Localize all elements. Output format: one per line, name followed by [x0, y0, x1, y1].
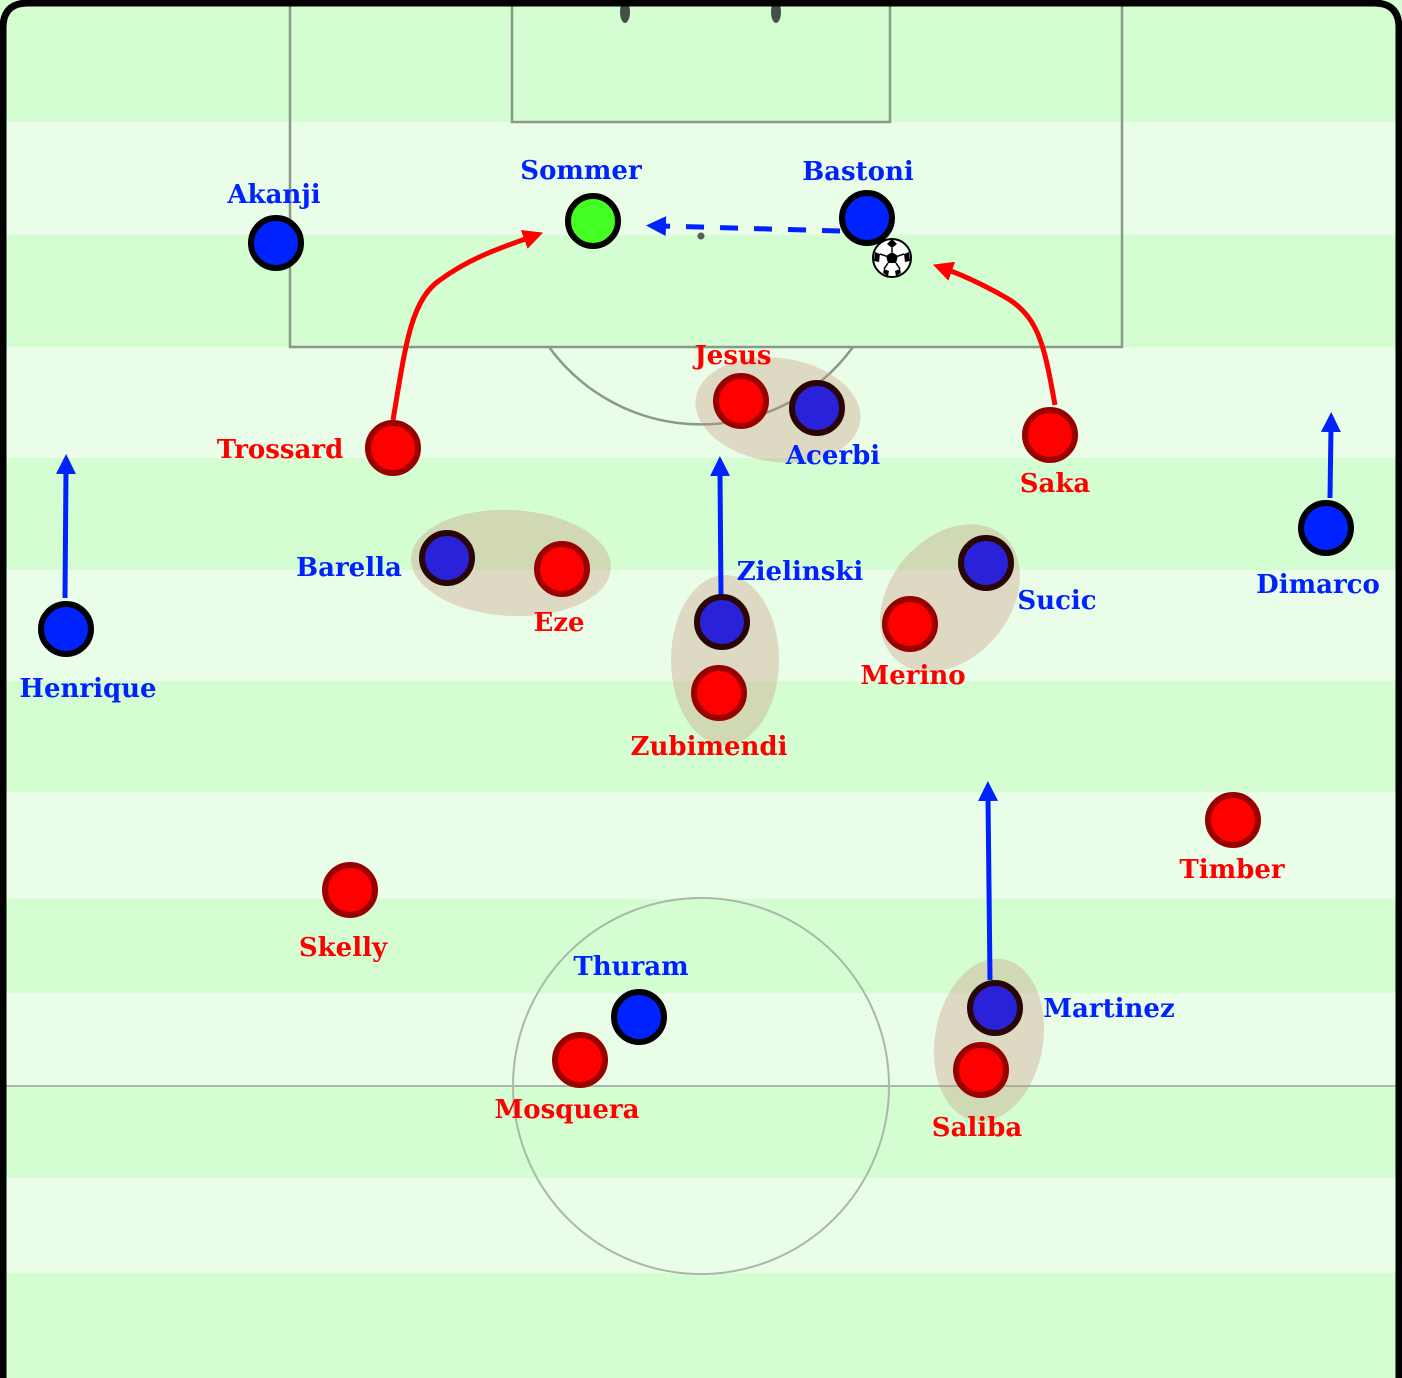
- player-marker[interactable]: [789, 380, 845, 436]
- player-marker[interactable]: [611, 989, 667, 1045]
- player-bastoni[interactable]: Bastoni: [802, 157, 914, 246]
- player-name-label: Dimarco: [1256, 570, 1380, 600]
- player-marker[interactable]: [839, 190, 895, 246]
- player-marker[interactable]: [958, 535, 1014, 591]
- player-thuram[interactable]: Thuram: [573, 952, 689, 1045]
- player-name-label: Eze: [533, 608, 584, 638]
- player-name-label: Thuram: [573, 952, 688, 982]
- pitch-stripe: [0, 899, 1402, 993]
- ball-icon[interactable]: [872, 238, 912, 278]
- player-marker[interactable]: [419, 530, 475, 586]
- player-skelly[interactable]: Skelly: [299, 862, 388, 963]
- player-marker[interactable]: [38, 601, 94, 657]
- player-name-label: Mosquera: [495, 1095, 640, 1125]
- player-name-label: Saliba: [932, 1113, 1023, 1143]
- player-acerbi[interactable]: Acerbi: [785, 380, 880, 471]
- player-zubimendi[interactable]: Zubimendi: [631, 665, 788, 762]
- center-circle: [512, 897, 890, 1275]
- forward-run-Dimarco-arrow: [1320, 412, 1341, 499]
- pitch-stripe: [0, 792, 1402, 899]
- player-name-label: Jesus: [692, 341, 771, 371]
- player-marker[interactable]: [322, 862, 378, 918]
- pitch-stripe: [0, 0, 1402, 122]
- player-name-label: Bastoni: [802, 157, 914, 187]
- player-henrique[interactable]: Henrique: [19, 601, 157, 704]
- player-marker[interactable]: [967, 980, 1023, 1036]
- player-akanji[interactable]: Akanji: [226, 180, 321, 271]
- player-marker[interactable]: [691, 665, 747, 721]
- player-sucic[interactable]: Sucic: [958, 535, 1097, 616]
- player-marker[interactable]: [882, 596, 938, 652]
- player-marker[interactable]: [565, 193, 621, 249]
- players: Sommer BastoniAkanjiAcerbiDimarcoHenrique…: [19, 156, 1379, 1143]
- pitch-stripe: [0, 1178, 1402, 1273]
- pitch-stripe: [0, 993, 1402, 1086]
- player-name-label: Zubimendi: [631, 732, 788, 762]
- player-marker[interactable]: [534, 541, 590, 597]
- player-name-label: Skelly: [299, 933, 388, 963]
- player-trossard[interactable]: Trossard: [217, 420, 421, 476]
- player-name-label: Sucic: [1017, 586, 1096, 616]
- player-marker[interactable]: [713, 373, 769, 429]
- press-run-Saka-arrow: [932, 261, 1058, 406]
- player-marker[interactable]: [1022, 407, 1078, 463]
- player-marker[interactable]: [694, 594, 750, 650]
- player-zielinski[interactable]: Zielinski: [694, 557, 864, 650]
- press-run-Trossard-arrow: [390, 229, 544, 421]
- player-saka[interactable]: Saka: [1020, 407, 1091, 499]
- player-marker[interactable]: [365, 420, 421, 476]
- player-name-label: Trossard: [217, 435, 344, 465]
- player-name-label: Barella: [296, 553, 402, 583]
- forward-run-Martinez-arrow: [978, 781, 999, 981]
- player-name-label: Timber: [1179, 855, 1284, 885]
- player-marker[interactable]: [953, 1042, 1009, 1098]
- player-saliba[interactable]: Saliba: [932, 1042, 1023, 1143]
- player-marker[interactable]: [552, 1032, 608, 1088]
- player-name-label: Saka: [1020, 469, 1091, 499]
- player-timber[interactable]: Timber: [1179, 792, 1285, 885]
- movement-arrows: [55, 216, 1341, 981]
- player-name-label: Zielinski: [737, 557, 864, 587]
- player-marker[interactable]: [1205, 792, 1261, 848]
- pitch-stripe: [0, 1273, 1402, 1378]
- player-mosquera[interactable]: Mosquera: [495, 1032, 640, 1125]
- player-name-label: Sommer: [520, 156, 642, 186]
- player-martinez[interactable]: Martinez: [967, 980, 1175, 1036]
- player-marker[interactable]: [248, 215, 304, 271]
- player-sommer[interactable]: Sommer: [520, 156, 642, 249]
- player-dimarco[interactable]: Dimarco: [1256, 500, 1380, 600]
- player-name-label: Acerbi: [785, 441, 880, 471]
- player-jesus[interactable]: Jesus: [692, 341, 772, 429]
- pitch-stripe: [0, 122, 1402, 235]
- pitch-stripe: [0, 235, 1402, 347]
- player-name-label: Akanji: [226, 180, 320, 210]
- player-merino[interactable]: Merino: [860, 596, 966, 691]
- player-marker[interactable]: [1298, 500, 1354, 556]
- pitch-stripe: [0, 458, 1402, 570]
- player-eze[interactable]: Eze: [533, 541, 590, 638]
- forward-run-Henrique-arrow: [55, 454, 76, 599]
- penalty-spot: [697, 232, 705, 240]
- pitch-stripe: [0, 1086, 1402, 1178]
- player-barella[interactable]: Barella: [296, 530, 475, 586]
- pass-Bastoni-arrow: [646, 216, 841, 237]
- player-name-label: Merino: [860, 661, 965, 691]
- player-name-label: Martinez: [1043, 994, 1174, 1024]
- forward-run-Zielinski-arrow: [710, 456, 731, 599]
- player-name-label: Henrique: [19, 674, 156, 704]
- pitch-stripe: [0, 347, 1402, 458]
